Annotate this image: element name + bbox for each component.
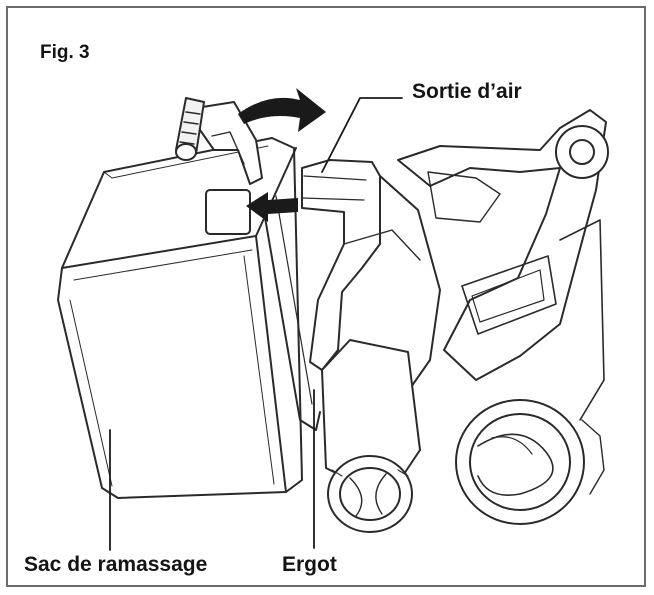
- collection-bag-drawing: [57, 137, 303, 499]
- blower-tube-drawing: [301, 159, 441, 401]
- figure-number: Fig. 3: [40, 42, 90, 63]
- main-frame-drawing: [397, 109, 609, 421]
- air-outlet-label: Sortie d’air: [412, 80, 522, 103]
- rear-wheel-drawing: [455, 399, 605, 525]
- air-outlet-leader: [321, 97, 403, 173]
- push-arrow: [246, 192, 298, 222]
- handle-grip-drawing: [175, 97, 205, 161]
- lug-label: Ergot: [282, 553, 337, 576]
- rotation-arrow: [238, 88, 326, 132]
- leader-lines: [109, 97, 403, 551]
- collection-bag-label: Sac de ramassage: [24, 553, 208, 576]
- intake-tube-drawing: [321, 339, 421, 533]
